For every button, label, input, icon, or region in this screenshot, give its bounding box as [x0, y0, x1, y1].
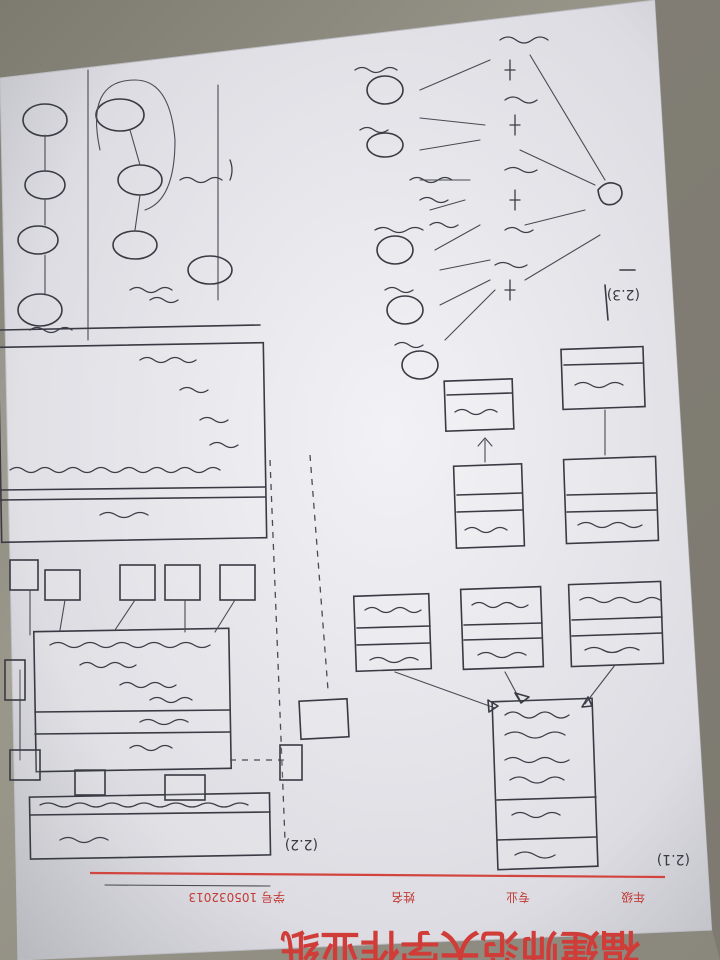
header-field-name: 姓名: [391, 890, 415, 905]
figure-label-2-2: (2.2): [285, 836, 318, 852]
header-field-student-id: 学号 105032013: [188, 890, 285, 905]
header-red-rule: [89, 871, 666, 879]
class-box-main: [491, 697, 599, 871]
figure-label-2-1: (2.1): [657, 851, 690, 867]
diagram-2-1: [352, 345, 665, 871]
diagram-2-2: [0, 69, 350, 860]
class-box-central: [32, 627, 233, 773]
class-box-mid-right: [562, 455, 660, 545]
header-field-major: 专业: [506, 890, 530, 905]
class-box-left: [352, 592, 433, 673]
header-field-grade: 年级: [621, 890, 645, 904]
class-box-top-right: [560, 345, 646, 411]
class-box-top-left: [443, 378, 515, 432]
class-box-right: [567, 580, 665, 668]
class-box-upper: [0, 341, 268, 544]
diagram-2-3: [354, 36, 636, 380]
figure-label-2-3: (2.3): [607, 286, 640, 302]
paper-header: 福建师范大学作业纸 年级 专业 姓名 学号 105032013: [89, 871, 666, 960]
class-box-mid-left: [452, 463, 526, 549]
university-title: 福建师范大学作业纸: [280, 925, 641, 960]
class-box-bottom: [28, 792, 272, 860]
